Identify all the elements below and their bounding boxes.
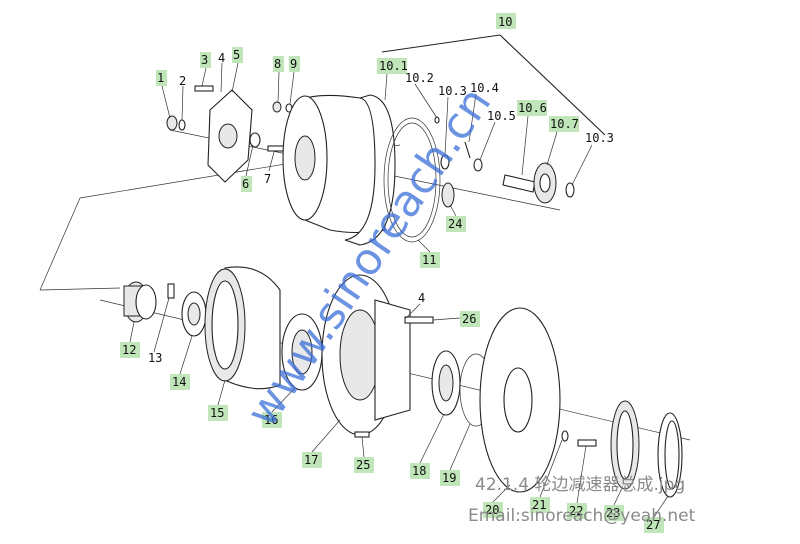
part-14-retainer xyxy=(181,291,207,337)
label-26: 26 xyxy=(462,312,476,326)
label-25: 25 xyxy=(356,458,370,472)
label-11: 11 xyxy=(422,253,436,267)
callout-labels: 1 2 3 4 5 6 7 8 9 10 10.1 10.2 10.3 10.4… xyxy=(120,13,664,533)
label-13: 13 xyxy=(148,351,162,365)
label-10-3a: 10.3 xyxy=(438,84,467,98)
part-18-bearing xyxy=(431,350,461,416)
label-15: 15 xyxy=(210,406,224,420)
label-19: 19 xyxy=(442,471,456,485)
label-8: 8 xyxy=(274,57,281,71)
part-25-bolt xyxy=(354,431,370,438)
part-12-sun-gear xyxy=(123,281,157,323)
caption-filename: 42.1.4 轮边减速器总成.jpg xyxy=(475,475,685,495)
part-8-9-bolt xyxy=(272,101,293,113)
label-23: 23 xyxy=(606,506,620,520)
label-2: 2 xyxy=(179,74,186,88)
part-3-bolt xyxy=(194,85,214,92)
label-16: 16 xyxy=(264,413,278,427)
label-5: 5 xyxy=(233,48,240,62)
label-22: 22 xyxy=(569,504,583,518)
part-10-5-spacer xyxy=(473,158,483,172)
label-10-4: 10.4 xyxy=(470,81,499,95)
part-10-7-gear xyxy=(533,162,557,204)
part-2-washer xyxy=(178,119,186,131)
part-27-cover xyxy=(657,412,683,498)
part-10-2-10-3-washers xyxy=(434,116,455,208)
label-24: 24 xyxy=(448,217,462,231)
label-10-2: 10.2 xyxy=(405,71,434,85)
label-7: 7 xyxy=(264,172,271,186)
part-6-oring xyxy=(249,132,261,148)
part-10-4-pin xyxy=(464,141,471,159)
label-10-1: 10.1 xyxy=(379,59,408,73)
part-21-22-bolt xyxy=(561,430,597,447)
part-16-bearing xyxy=(281,313,323,391)
part-10-3-washer-right xyxy=(565,182,575,198)
label-12: 12 xyxy=(122,343,136,357)
leader-lines xyxy=(129,62,669,518)
label-18: 18 xyxy=(412,464,426,478)
part-7-pin xyxy=(267,145,285,152)
part-10-1-hub-drum xyxy=(282,94,396,246)
part-17-hub-flange xyxy=(321,274,411,436)
label-14: 14 xyxy=(172,375,186,389)
part-20-brake-disc xyxy=(479,307,561,493)
part-5-cover-plate xyxy=(207,89,253,183)
part-1-nut xyxy=(166,115,178,131)
label-20: 20 xyxy=(485,503,499,517)
label-4b: 4 xyxy=(418,291,425,305)
caption-email: Email:sinoreach@yeah.net xyxy=(468,506,696,526)
label-17: 17 xyxy=(304,453,318,467)
label-10-5: 10.5 xyxy=(487,109,516,123)
label-10-6: 10.6 xyxy=(518,101,547,115)
part-23-seal xyxy=(610,400,640,490)
part-26-bolt xyxy=(404,316,434,324)
label-1: 1 xyxy=(157,71,164,85)
label-3: 3 xyxy=(201,53,208,67)
label-27: 27 xyxy=(646,518,660,532)
part-15-ring-gear xyxy=(204,266,281,390)
label-10-3b: 10.3 xyxy=(585,131,614,145)
label-6: 6 xyxy=(242,177,249,191)
part-10-6-shaft xyxy=(502,174,536,193)
part-13-bolt xyxy=(167,283,175,299)
label-21: 21 xyxy=(532,498,546,512)
label-10: 10 xyxy=(498,15,512,29)
label-10-7: 10.7 xyxy=(550,117,579,131)
leader-10 xyxy=(381,34,606,136)
label-9: 9 xyxy=(290,57,297,71)
label-4: 4 xyxy=(218,51,225,65)
part-11-gasket xyxy=(383,117,441,243)
